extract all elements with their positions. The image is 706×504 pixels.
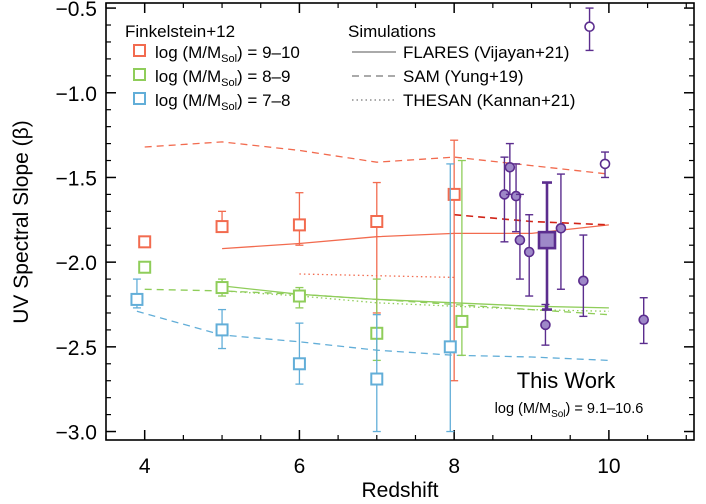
y-axis-label: UV Spectral Slope (β) [10,120,33,324]
plot-frame [105,2,695,441]
square-marker [130,292,144,306]
open-circle-marker [599,158,611,170]
open-circle-marker [584,21,595,33]
legend-title-finkelstein: Finkelstein+12 [125,22,235,41]
legend-label: FLARES (Vijayan+21) [403,43,569,62]
square-marker [292,289,306,303]
y-tick-label: −0.5 [56,0,97,21]
circle-marker [638,314,650,326]
square-marker [292,218,306,232]
this-work-points [499,7,650,346]
this-work-mass-range: log (M/MSol) = 9.1–10.6 [495,401,644,420]
square-marker [455,314,469,328]
sim-dashed-line [454,213,609,226]
y-tick-label: −3.0 [56,422,97,445]
legend-label: log (M/MSol) = 8–9 [155,67,290,89]
circle-marker [578,275,589,287]
finkelstein-points [130,139,469,433]
this-work-title: This Work [517,368,617,393]
square-marker [292,357,306,371]
x-tick-label: 6 [294,455,306,478]
legend-square [133,92,146,105]
square-marker [443,340,457,354]
legend-title-simulations: Simulations [348,22,436,41]
legend-label: log (M/MSol) = 7–8 [155,91,290,113]
legend-label: log (M/MSol) = 9–10 [155,43,300,65]
tick-labels: 4 6 8 10 −3.0 −2.5 −2.0 −1.5 −1.0 −0.5 [56,0,621,478]
sim-dotted-line [222,290,609,312]
legend-label: THESAN (Kannan+21) [403,91,575,110]
x-tick-label: 4 [139,455,151,478]
circle-marker [510,190,522,202]
y-tick-label: −1.0 [56,83,97,106]
circle-marker [555,222,567,234]
square-marker [447,187,461,201]
sim-dashed-line [144,141,609,175]
square-marker [215,281,229,295]
x-tick-label: 10 [597,455,620,478]
square-marker [138,235,152,249]
x-axis-label: Redshift [361,479,438,502]
y-tick-label: −1.5 [56,167,97,190]
stack-square-marker [537,230,557,250]
square-marker [370,372,384,386]
circle-marker [504,161,516,173]
square-marker [370,215,384,228]
circle-marker [540,319,551,331]
legend-label: SAM (Yung+19) [403,67,524,86]
y-tick-label: −2.0 [56,252,97,275]
sim-solid-line [222,285,609,309]
square-marker [215,220,229,234]
circle-marker [523,246,535,258]
axes-ticks [105,3,694,440]
y-tick-label: −2.5 [56,337,97,360]
legend-square [133,68,146,81]
circle-marker [514,234,526,246]
square-marker [215,323,229,337]
x-tick-label: 8 [448,455,460,478]
square-marker [138,260,152,274]
legend-square [133,44,146,57]
